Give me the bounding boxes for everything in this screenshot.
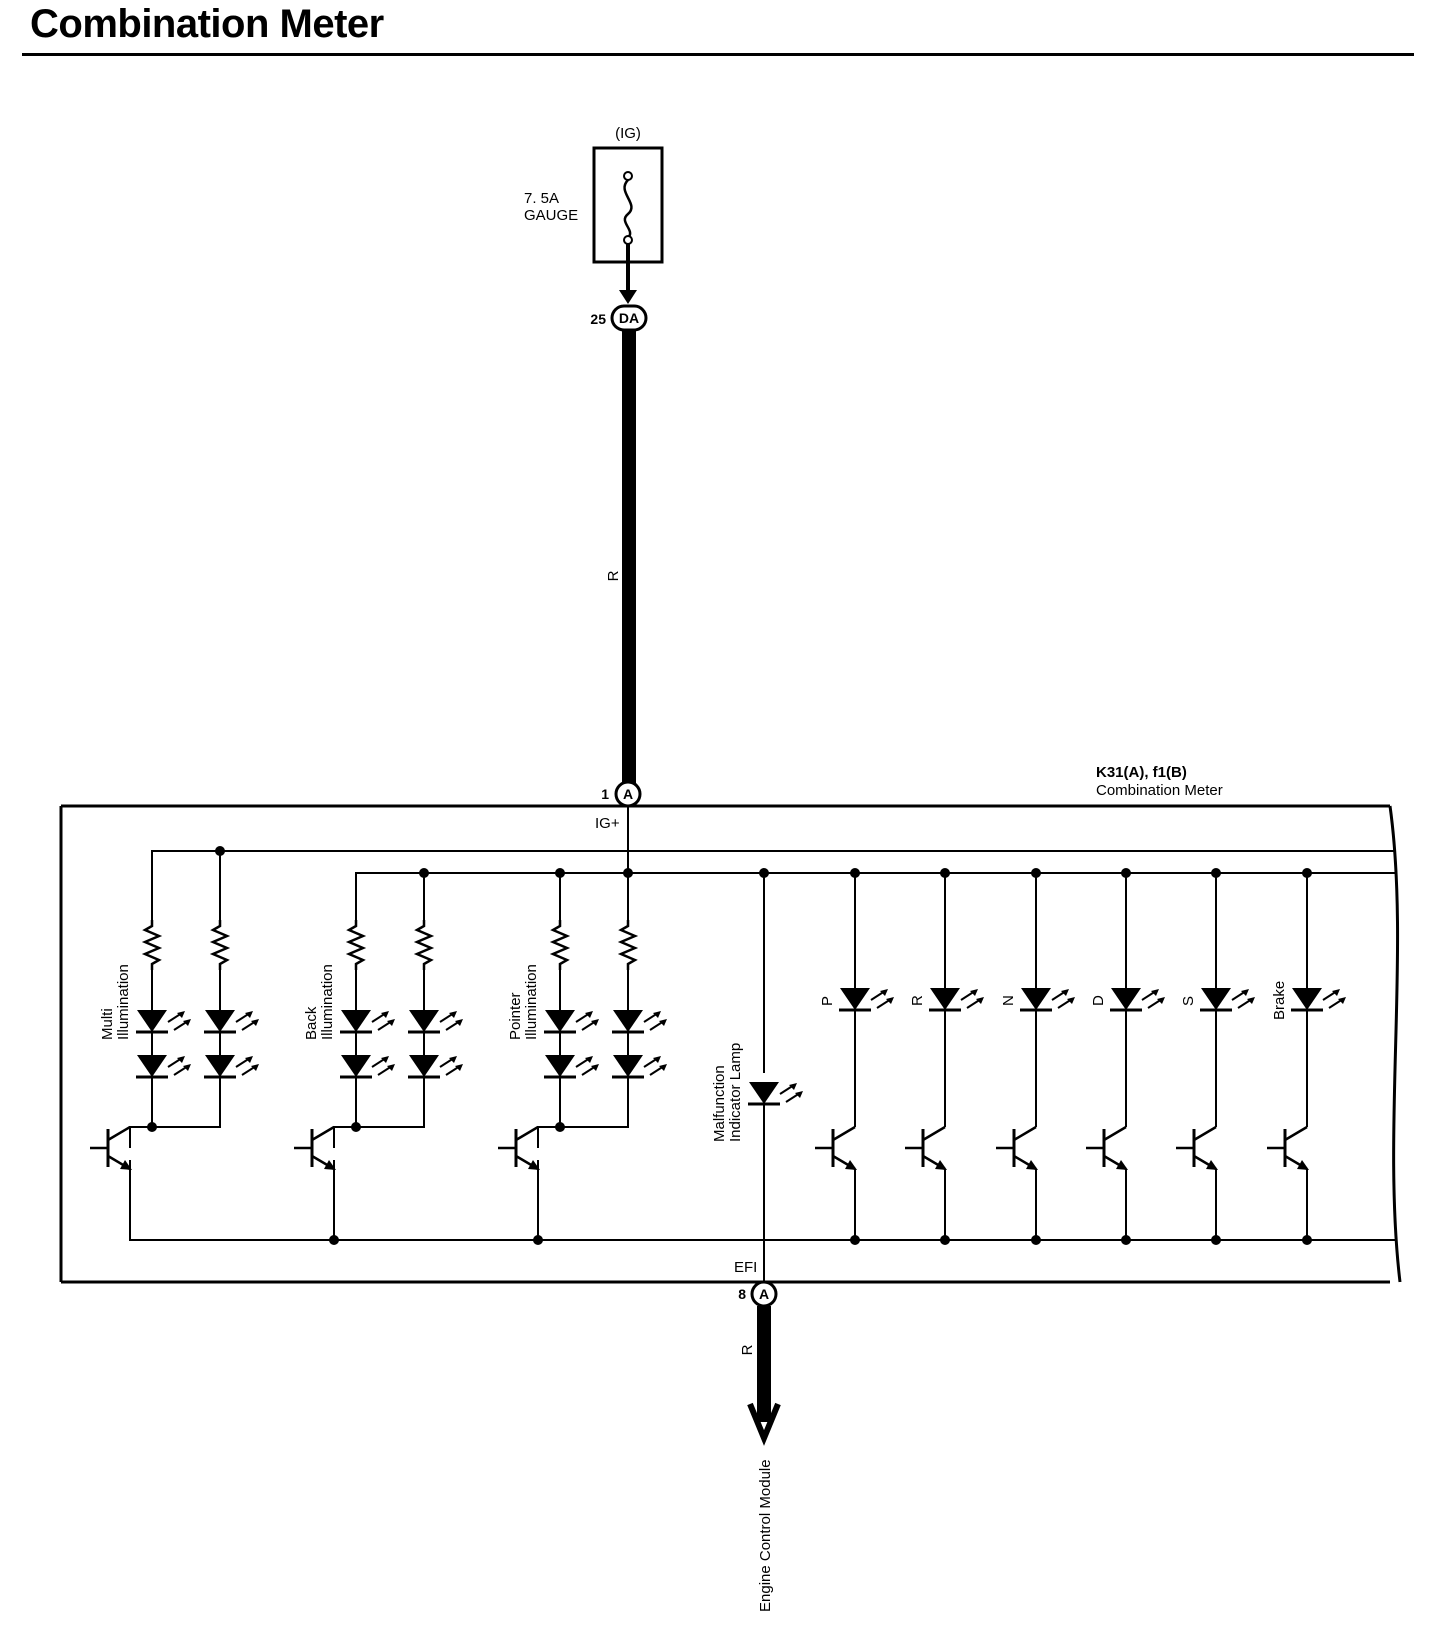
meter-internal-wiring: [129, 806, 1396, 1282]
malfunction-indicator-led: [746, 1080, 805, 1106]
meter-input-label: IG+: [595, 815, 620, 832]
meter-component-id: K31(A), f1(B): [1096, 764, 1187, 781]
page-title: Combination Meter: [30, 2, 384, 46]
indicator-label-s: S: [1180, 996, 1197, 1006]
malfunction-label-1: Malfunction: [711, 1065, 728, 1142]
malfunction-label-2: Indicator Lamp: [727, 1043, 744, 1142]
illumination-label-multi-1: Multi: [99, 1008, 116, 1040]
transistors: [88, 1125, 1311, 1172]
illumination-label-multi-2: Illumination: [115, 964, 132, 1040]
wire-r-top: [622, 330, 636, 784]
connector-a-input-code: A: [623, 786, 633, 802]
ecm-destination-label: Engine Control Module: [757, 1459, 774, 1612]
meter-outline: [59, 804, 1402, 1284]
connector-a-input-pin: 1: [601, 786, 609, 802]
indicator-label-d: D: [1090, 995, 1107, 1006]
fuse-rating-label: 7. 5A: [524, 190, 559, 207]
illumination-label-pointer-2: Illumination: [523, 964, 540, 1040]
illumination-leds: [134, 1008, 669, 1079]
indicator-label-p: P: [819, 996, 836, 1006]
arrow-to-ecm: [747, 1402, 781, 1446]
wire-top-color: R: [605, 570, 622, 581]
connector-a-output-code: A: [759, 1286, 769, 1302]
title-rule: [22, 53, 1414, 56]
resistors: [143, 918, 637, 972]
indicator-label-n: N: [1000, 995, 1017, 1006]
fuse-name-label: GAUGE: [524, 207, 578, 224]
indicator-label-brake: Brake: [1271, 981, 1288, 1020]
fuse-gauge: [592, 146, 664, 304]
connector-a-output-pin: 8: [738, 1286, 746, 1302]
illumination-label-pointer-1: Pointer: [507, 992, 524, 1040]
connector-da-pin: 25: [590, 311, 606, 327]
illumination-label-back-1: Back: [303, 1006, 320, 1040]
fuse-source-label: (IG): [615, 125, 641, 142]
wire-r-bottom: [757, 1306, 771, 1422]
meter-output-label: EFI: [734, 1259, 757, 1276]
wire-bottom-color: R: [739, 1344, 756, 1355]
indicator-label-r: R: [909, 995, 926, 1006]
illumination-label-back-2: Illumination: [319, 964, 336, 1040]
connector-da-code: DA: [619, 310, 639, 326]
meter-component-name: Combination Meter: [1096, 782, 1223, 799]
